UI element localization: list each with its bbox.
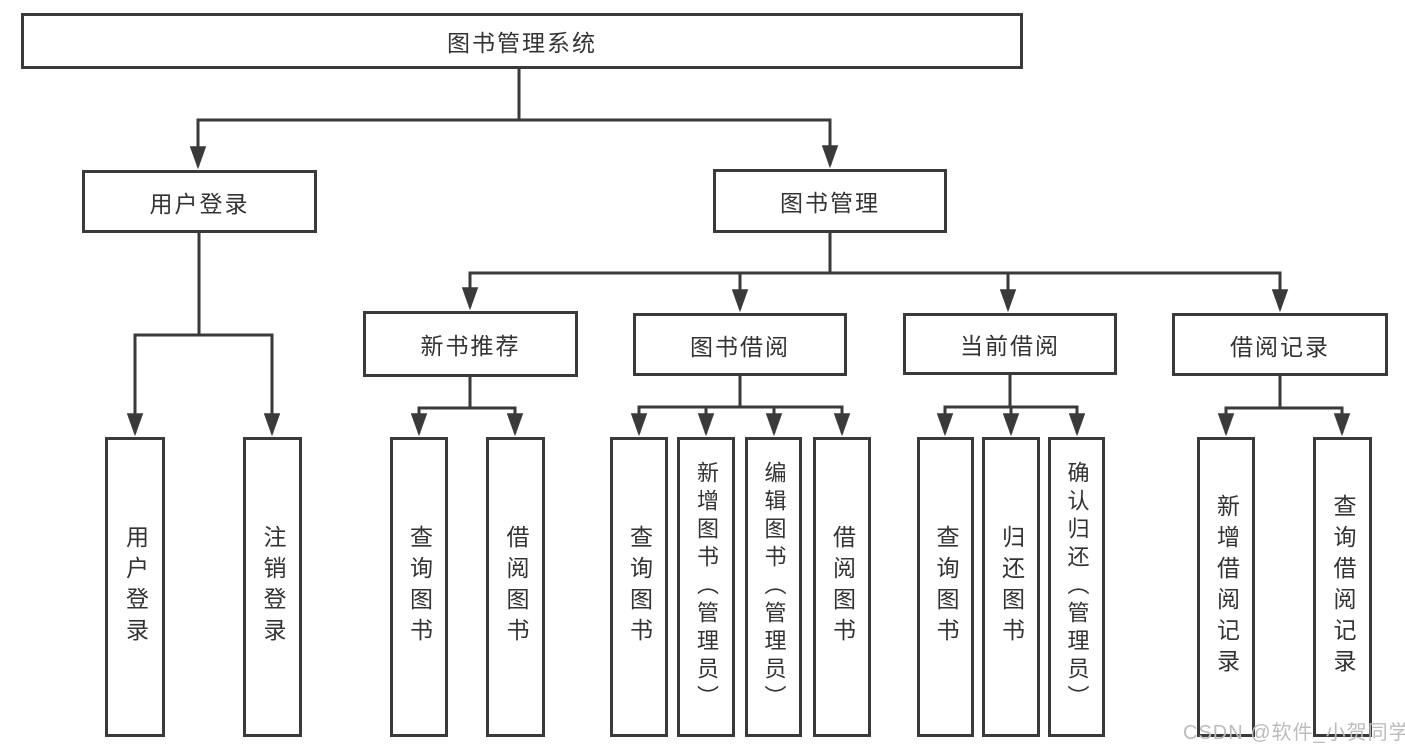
leaf-query-books-2: 查询图书 (610, 437, 668, 737)
leaf-borrow-books-1: 借阅图书 (486, 437, 545, 737)
node-book-borrowing: 图书借阅 (633, 313, 847, 376)
leaf-edit-books-admin: 编辑图书（管理员） (745, 437, 802, 737)
leaf-user-login-label: 用户登录 (122, 525, 149, 649)
leaf-borrow-books-2-label: 借阅图书 (829, 525, 856, 649)
node-new-book-recommend-label: 新书推荐 (420, 333, 521, 359)
node-current-borrowing: 当前借阅 (903, 313, 1117, 375)
leaf-return-books-label: 归还图书 (998, 525, 1025, 649)
leaf-logout: 注销登录 (243, 437, 302, 737)
leaf-query-books-3: 查询图书 (917, 437, 974, 737)
leaf-query-books-3-label: 查询图书 (933, 525, 959, 649)
node-root: 图书管理系统 (21, 13, 1023, 69)
leaf-query-books-1-label: 查询图书 (406, 525, 433, 649)
leaf-borrow-books-2: 借阅图书 (813, 437, 871, 737)
leaf-edit-books-admin-label: 编辑图书（管理员） (761, 461, 787, 713)
node-current-borrowing-label: 当前借阅 (960, 333, 1060, 359)
csdn-watermark: CSDN @软件_小贺同学 (1183, 722, 1405, 744)
leaf-confirm-return-admin-label: 确认归还（管理员） (1064, 461, 1090, 713)
node-book-management: 图书管理 (713, 169, 947, 233)
node-user-login: 用户登录 (82, 170, 317, 233)
leaf-query-borrow-record: 查询借阅记录 (1313, 437, 1372, 737)
leaf-borrow-books-1-label: 借阅图书 (503, 525, 529, 649)
node-user-login-label: 用户登录 (149, 190, 250, 217)
leaf-add-books-admin: 新增图书（管理员） (677, 437, 735, 737)
leaf-return-books: 归还图书 (982, 437, 1040, 737)
node-borrowing-records-label: 借阅记录 (1230, 333, 1330, 360)
node-new-book-recommend: 新书推荐 (363, 311, 578, 377)
leaf-query-borrow-record-label: 查询借阅记录 (1330, 494, 1356, 680)
leaf-logout-label: 注销登录 (260, 525, 286, 649)
node-root-label: 图书管理系统 (447, 30, 597, 56)
node-borrowing-records: 借阅记录 (1172, 313, 1388, 376)
leaf-query-books-1: 查询图书 (390, 437, 448, 737)
leaf-confirm-return-admin: 确认归还（管理员） (1048, 437, 1105, 737)
leaf-user-login: 用户登录 (105, 437, 165, 737)
leaf-add-borrow-record-label: 新增借阅记录 (1213, 494, 1240, 680)
leaf-query-books-2-label: 查询图书 (626, 525, 653, 649)
node-book-borrowing-label: 图书借阅 (690, 333, 790, 360)
leaf-add-borrow-record: 新增借阅记录 (1197, 437, 1255, 737)
leaf-add-books-admin-label: 新增图书（管理员） (694, 461, 719, 713)
node-book-management-label: 图书管理 (780, 190, 880, 216)
